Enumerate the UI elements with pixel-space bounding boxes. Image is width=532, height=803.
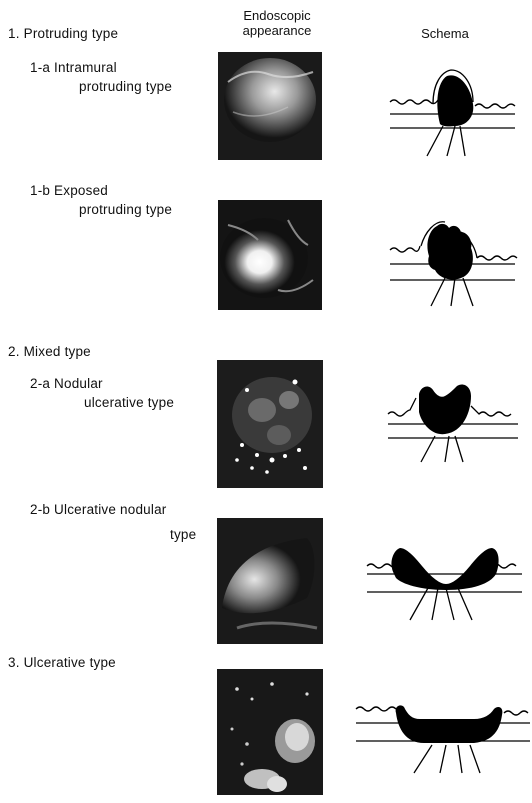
endoscopic-photo-ulcerative-nodular [217, 518, 323, 644]
subtype-1a-label-cont: protruding type [79, 79, 172, 95]
header-schema: Schema [405, 26, 485, 41]
subtype-1b-label-cont: protruding type [79, 202, 172, 218]
schema-ulcerative [354, 695, 532, 775]
schema-nodular-ulcerative [383, 378, 525, 464]
header-endoscopic-appearance: Endoscopic appearance [222, 8, 332, 38]
header-endoscopic-line2: appearance [222, 23, 332, 38]
subtype-2a-label: 2-a Nodular [30, 376, 103, 392]
subtype-1a-label: 1-a Intramural [30, 60, 117, 76]
section-protruding-type: 1. Protruding type [8, 26, 118, 42]
schema-exposed-protruding [385, 214, 525, 308]
subtype-2b-label: 2-b Ulcerative nodular [30, 502, 166, 518]
schema-intramural-protruding [385, 64, 525, 158]
subtype-1b-label: 1-b Exposed [30, 183, 108, 199]
section-ulcerative-type: 3. Ulcerative type [8, 655, 116, 671]
endoscopic-photo-intramural-protruding [218, 52, 322, 160]
subtype-2a-label-cont: ulcerative type [84, 395, 174, 411]
schema-ulcerative-nodular [362, 540, 528, 626]
endoscopic-photo-nodular-ulcerative [217, 360, 323, 488]
header-endoscopic-line1: Endoscopic [222, 8, 332, 23]
endoscopic-photo-ulcerative [217, 669, 323, 795]
subtype-2b-label-cont: type [170, 527, 196, 543]
endoscopic-photo-exposed-protruding [218, 200, 322, 310]
section-mixed-type: 2. Mixed type [8, 344, 91, 360]
